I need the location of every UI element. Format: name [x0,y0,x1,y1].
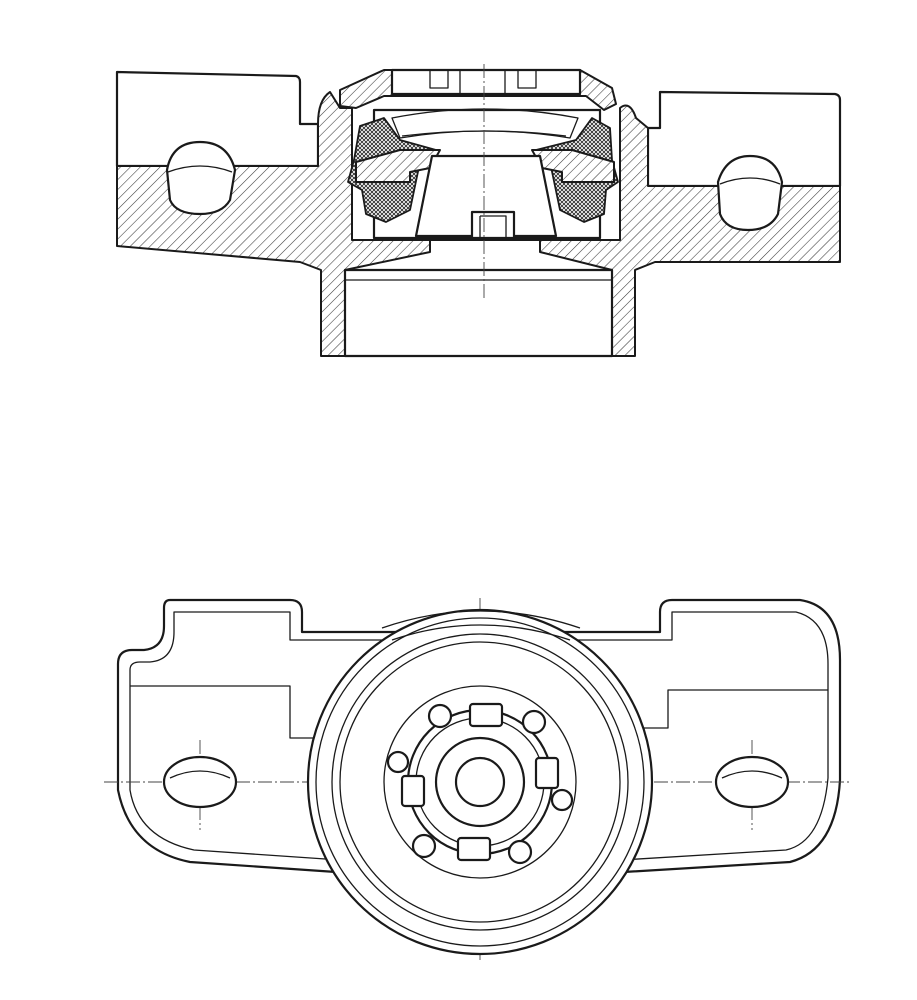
right-bolt-hole-icon [716,154,784,232]
section-view [115,64,842,358]
cage-tab-left [400,774,426,808]
housing-ring-4 [339,641,621,923]
cap-arc-top [381,610,581,629]
left-slot-hole-inner [169,770,231,779]
cage-lug-l [386,750,410,774]
cage-tab-right [534,756,560,790]
right-step-ledge [640,689,828,729]
cap-arc-top-2 [391,624,571,641]
center-post [470,210,516,240]
inner-cone [414,154,558,238]
center-post-inner [479,215,507,238]
cage-lug-tr [521,709,547,735]
housing-section-hatched [116,91,841,357]
base-plate-inner-edge [129,611,829,861]
plan-view [104,598,852,960]
left-slot-hole-icon [162,755,238,809]
inner-sleeve-section-right [531,149,615,183]
cage-lug-br [507,839,533,865]
left-bolt-hole-inner [167,165,233,173]
housing-ring-2 [315,617,645,947]
cage-lug-tl [427,703,453,729]
housing-ring-3 [331,633,629,931]
right-bolt-hole-inner [719,177,781,185]
right-slot-hole-icon [714,755,790,809]
left-bolt-hole-icon [165,140,237,216]
lower-tube [343,268,614,358]
cage-lug-r [550,788,574,812]
center-bore-icon [454,756,506,808]
cover-cap-slots [429,69,537,94]
cover-cap-top [390,68,582,96]
left-step-ledge [130,685,318,739]
right-slot-hole-inner [721,770,783,779]
cage-tab-top [468,702,504,728]
cage-tab-bottom [456,836,492,862]
inner-hub-ring [383,685,577,879]
cage-lug-bl [411,833,437,859]
inner-sleeve-section [355,149,441,183]
